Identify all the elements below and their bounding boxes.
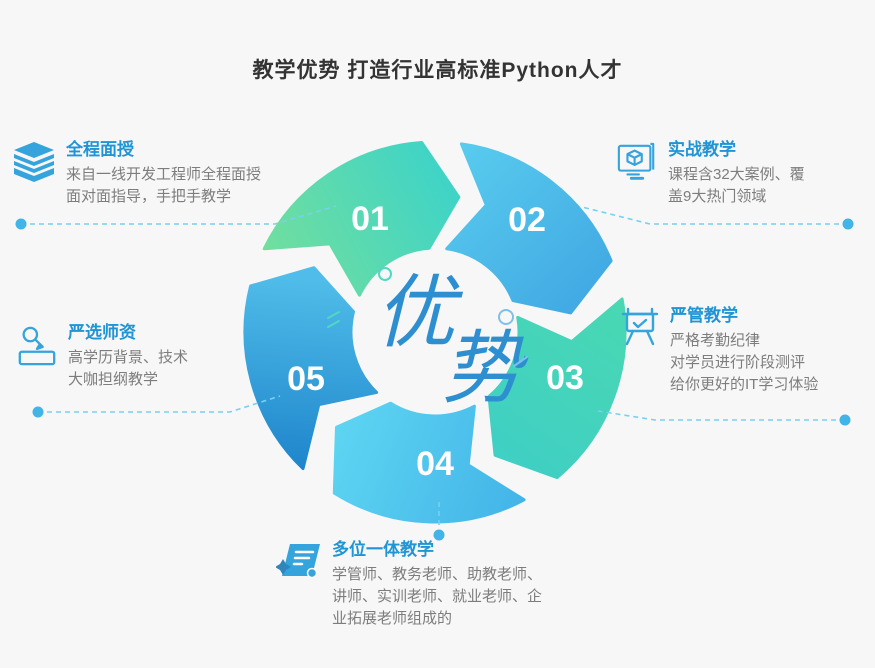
callout-title: 严管教学: [670, 306, 738, 325]
segment-04-arrow: [332, 401, 526, 524]
connector-dot-bottom: [433, 529, 445, 541]
callout-multi-role-teaching: 多位一体教学 学管师、教务老师、助教老师、 讲师、实训老师、就业老师、企 业拓展…: [275, 540, 616, 630]
connector-right: [597, 410, 845, 421]
center-word-shi: 势: [442, 326, 529, 414]
callout-text-line: 业拓展老师组成的: [332, 610, 453, 627]
segment-03-number: 03: [546, 359, 584, 397]
callout-strict-management: 严管教学 严格考勤纪律 对学员进行阶段测评 给你更好的IT学习体验: [620, 306, 870, 396]
callout-title: 实战教学: [668, 140, 736, 159]
callout-text-line: 来自一线开发工程师全程面授: [66, 166, 262, 183]
segment-02-number: 02: [508, 201, 546, 239]
callout-strict-teacher-selection: 严选师资 高学历背景、技术 大咖担纲教学: [16, 323, 276, 391]
connector-left: [38, 395, 281, 413]
connector-dot-right: [839, 414, 851, 426]
books-icon: [12, 140, 56, 189]
callout-text-line: 讲师、实训老师、就业老师、企: [332, 588, 543, 605]
segment-01-number: 01: [351, 200, 389, 238]
decor-ring-blue: [498, 309, 514, 325]
connector-dot-top-left: [15, 218, 27, 230]
connector-dot-top-right: [842, 218, 854, 230]
callout-text-line: 盖9大热门领域: [668, 188, 767, 205]
connector-top-right: [581, 206, 848, 225]
monitor-cube-icon: [616, 140, 658, 191]
callout-text-line: 对学员进行阶段测评: [670, 354, 806, 371]
callout-text-line: 面对面指导，手把手教学: [66, 188, 232, 205]
segment-02-arrow: [445, 142, 613, 315]
callout-text-line: 课程含32大案例、覆: [668, 166, 805, 183]
callout-text-line: 大咖担纲教学: [68, 371, 159, 388]
connector-dot-left: [32, 406, 44, 418]
decor-double-slash: [327, 311, 340, 328]
center-word-you: 优: [375, 270, 464, 358]
callout-title: 严选师资: [68, 323, 136, 342]
scroll-icon: [275, 540, 322, 587]
callout-title: 多位一体教学: [332, 540, 434, 559]
page-title: 教学优势 打造行业高标准Python人才: [252, 59, 623, 82]
callout-text-line: 学管师、教务老师、助教老师、: [332, 566, 543, 583]
callout-text-line: 高学历背景、技术: [68, 349, 189, 366]
callout-text-line: 给你更好的IT学习体验: [670, 376, 819, 393]
connector-top-left: [21, 205, 337, 225]
decor-slash: [513, 356, 528, 367]
segment-05-arrow: [243, 266, 379, 471]
segment-03-arrow: [487, 297, 627, 480]
decor-ring-teal: [378, 267, 392, 281]
callout-full-face-to-face: 全程面授 来自一线开发工程师全程面授 面对面指导，手把手教学: [12, 140, 322, 208]
easel-check-icon: [620, 306, 660, 353]
magnifier-box-icon: [16, 323, 58, 374]
segment-04-number: 04: [416, 445, 454, 483]
segment-01-arrow: [262, 141, 461, 297]
callout-text-line: 严格考勤纪律: [670, 332, 761, 349]
callout-practical-teaching: 实战教学 课程含32大案例、覆 盖9大热门领域: [616, 140, 866, 208]
segment-05-number: 05: [287, 360, 325, 398]
callout-title: 全程面授: [66, 140, 134, 159]
